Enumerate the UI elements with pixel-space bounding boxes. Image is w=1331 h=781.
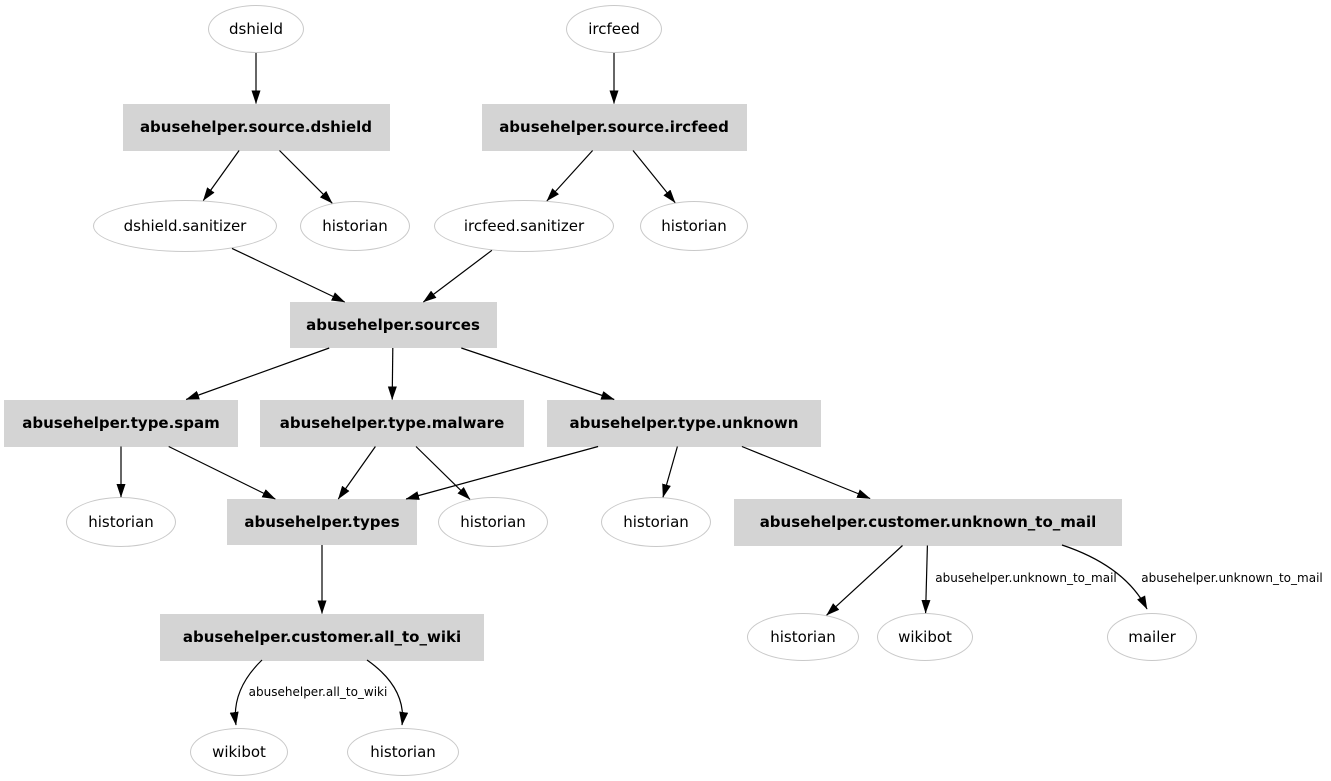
graph-node-ircfeed: ircfeed: [566, 5, 662, 53]
graph-edge-type-unknown-to-types: [405, 445, 599, 500]
graph-edge-type-malware-to-historian4: [415, 446, 471, 500]
graph-node-historian4: historian: [438, 497, 548, 547]
graph-node-historian3: historian: [66, 497, 176, 547]
graph-node-type-malware: abusehelper.type.malware: [260, 399, 524, 447]
graph-node-historian6: historian: [747, 613, 859, 661]
graph-edge-ircfeed-sanitizer-to-sources: [423, 249, 493, 303]
graph-edge-type-unknown-to-historian5: [662, 446, 678, 498]
graph-edge-dshield-sanitizer-to-sources: [231, 247, 346, 303]
graph-node-historian1: historian: [300, 201, 410, 251]
graph-node-historian7: historian: [347, 728, 459, 776]
graph-node-dshield: dshield: [208, 5, 304, 53]
graph-edge-src-dshield-to-dshield-sanitizer: [202, 150, 240, 201]
graph-node-all-to-wiki: abusehelper.customer.all_to_wiki: [160, 613, 484, 661]
graph-edge-src-ircfeed-to-ircfeed-sanitizer: [546, 150, 594, 202]
graph-edge-src-dshield-to-historian1: [279, 150, 333, 204]
graph-edge-src-ircfeed-to-historian2: [632, 150, 676, 203]
graph-edge-unknown-to-mail-to-historian6: [826, 545, 903, 616]
graph-node-types: abusehelper.types: [227, 499, 417, 545]
graph-node-type-spam: abusehelper.type.spam: [4, 399, 238, 447]
graph-edge-all-to-wiki-to-wikibot2: [229, 659, 263, 726]
graph-node-type-unknown: abusehelper.type.unknown: [547, 399, 821, 447]
graph-node-mailer: mailer: [1107, 613, 1197, 661]
graph-node-historian5: historian: [601, 497, 711, 547]
graph-edge-type-spam-to-types: [168, 445, 276, 500]
edge-label-mailer: abusehelper.unknown_to_mail: [1141, 571, 1323, 585]
graph-edge-sources-to-type-spam: [185, 347, 330, 401]
graph-node-dshield-sanitizer: dshield.sanitizer: [93, 200, 277, 252]
graph-node-src-dshield: abusehelper.source.dshield: [122, 103, 390, 151]
graph-edge-sources-to-type-unknown: [461, 347, 615, 401]
graph-node-src-ircfeed: abusehelper.source.ircfeed: [481, 103, 747, 151]
graph-edge-type-malware-to-types: [337, 446, 376, 500]
graph-node-unknown-to-mail: abusehelper.customer.unknown_to_mail: [734, 498, 1122, 546]
graph-node-wikibot1: wikibot: [877, 613, 973, 661]
edge-label-wikibot1: abusehelper.unknown_to_mail: [935, 571, 1117, 585]
graph-node-historian2: historian: [640, 201, 748, 251]
graph-node-ircfeed-sanitizer: ircfeed.sanitizer: [434, 200, 614, 252]
graph-edge-sources-to-type-malware: [387, 347, 397, 400]
graph-edge-all-to-wiki-to-historian7: [366, 659, 409, 726]
graph-edge-type-unknown-to-unknown-to-mail: [741, 445, 871, 500]
graph-edge-unknown-to-mail-to-mailer: [1061, 544, 1148, 610]
edge-label-wikibot2: abusehelper.all_to_wiki: [248, 685, 388, 699]
graph-node-sources: abusehelper.sources: [289, 302, 497, 348]
graph-edge-unknown-to-mail-to-wikibot1: [921, 545, 931, 614]
graph-node-wikibot2: wikibot: [190, 728, 288, 776]
